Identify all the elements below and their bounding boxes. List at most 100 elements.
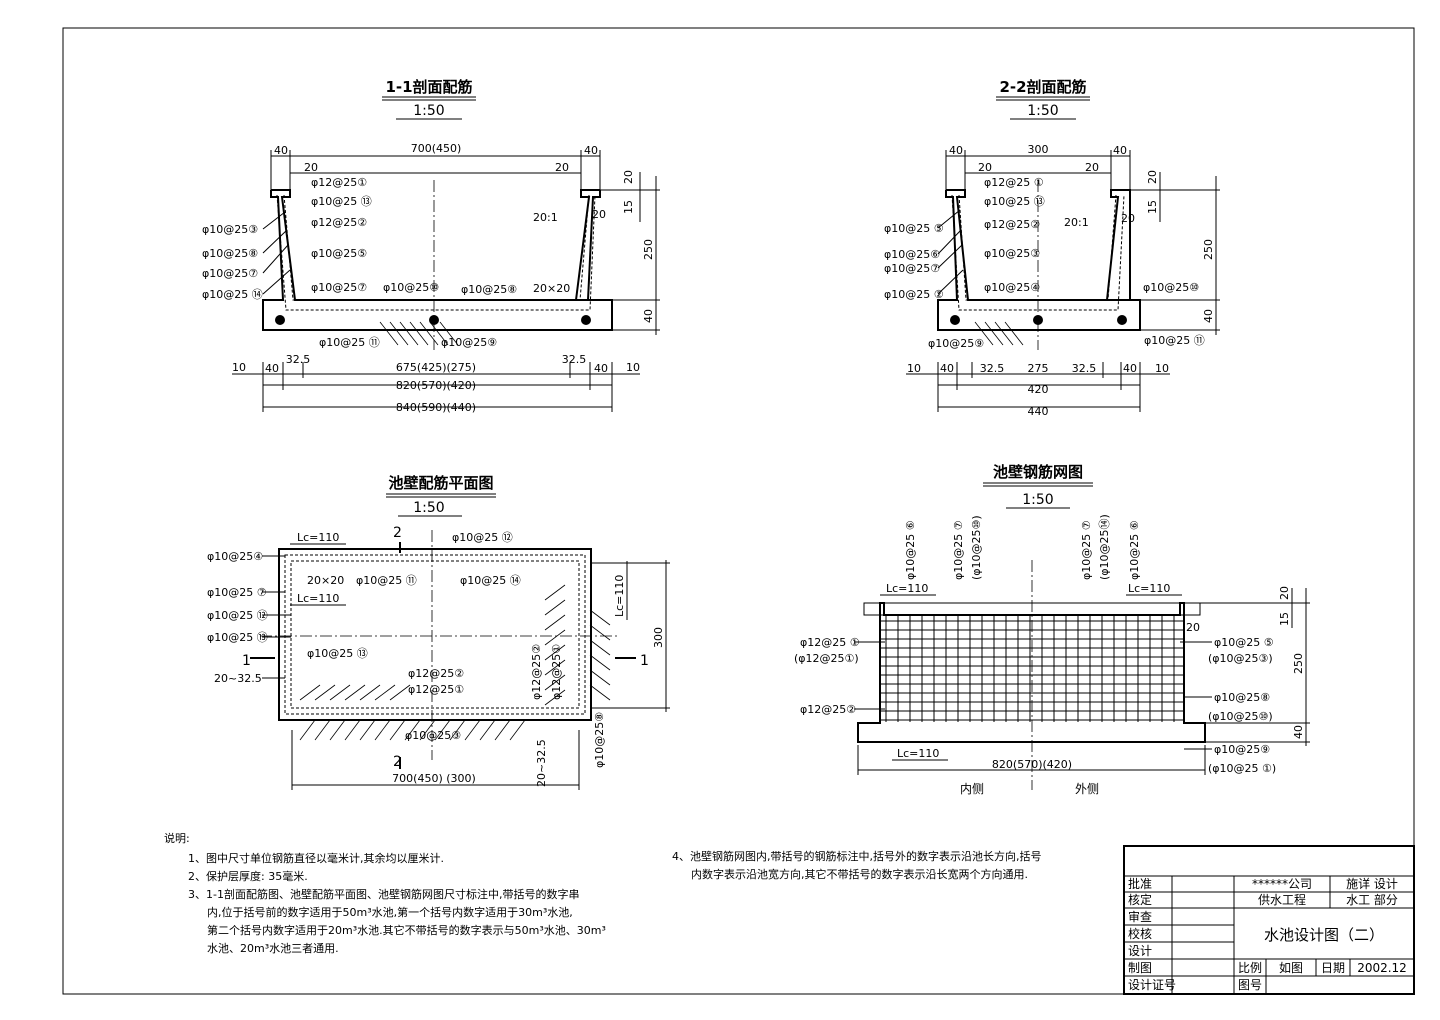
- slope-2-2: 20:1: [1064, 216, 1089, 229]
- label-2-2-m3: φ10@25③: [984, 247, 1040, 260]
- mesh-title: 池壁钢筋网图: [993, 463, 1083, 481]
- d15-2-2: 15: [1146, 200, 1159, 214]
- tb-drawing: 水池设计图（二）: [1264, 926, 1384, 944]
- label-1-1-l1: φ10@25⑧: [202, 247, 258, 260]
- section-2-2-scale: 1:50: [1027, 103, 1058, 119]
- plan-s2top: 2: [393, 525, 402, 541]
- plan-l2: φ10@25 ⑫: [207, 609, 268, 622]
- mesh-v5: φ10@25 ⑥: [1128, 520, 1141, 580]
- note-4b: 内数字表示沿池宽方向,其它不带括号的数字表示沿长宽两个方向通用.: [691, 867, 1028, 881]
- notes: 说明: 1、图中尺寸单位钢筋直径以毫米计,其余均以厘米计. 2、保护层厚度: 3…: [164, 831, 1042, 955]
- dim22-40-right: 40: [1113, 144, 1127, 157]
- note-2: 2、保护层厚度: 35毫米.: [188, 869, 308, 883]
- slope-1-1: 20:1: [533, 211, 558, 224]
- label-1-1-m2: φ12@25②: [311, 216, 367, 229]
- b22-tot1: 420: [1028, 383, 1049, 396]
- mesh-r2: φ10@25⑧: [1214, 691, 1270, 704]
- b-10-r: 10: [626, 361, 640, 374]
- tb-date-val: 2002.12: [1357, 961, 1407, 975]
- tb-part: 水工 部分: [1346, 892, 1398, 907]
- b22-40-r: 40: [1123, 362, 1137, 375]
- plan-v1: φ12@25①: [550, 644, 563, 700]
- dim-40-right: 40: [584, 144, 598, 157]
- tb-company: ******公司: [1252, 877, 1312, 891]
- dim22-20-right: 20: [1085, 161, 1099, 174]
- mesh-l1: (φ12@25①): [794, 652, 859, 665]
- rebar-dots-1-1: [275, 315, 591, 325]
- b-mid: 675(425)(275): [396, 361, 476, 374]
- mesh-l0: φ12@25 ①: [800, 636, 860, 649]
- label-2-2-m6: φ10@25⑨: [928, 337, 984, 350]
- tb-r4: 校核: [1128, 926, 1152, 941]
- b22-10-l: 10: [907, 362, 921, 375]
- plan-l3: φ10@25 ⑬: [207, 631, 268, 644]
- dim-20-right: 20: [555, 161, 569, 174]
- note-3d: 水池、20m³水池三者通用.: [207, 942, 339, 955]
- plan-i3: Lc=110: [297, 592, 339, 605]
- mesh-d20: 20: [1278, 586, 1291, 600]
- plan-s1l: 1: [242, 653, 251, 669]
- d40-1-1: 40: [642, 309, 655, 323]
- chamfer-1-1: 20×20: [533, 282, 570, 295]
- mesh-d40: 40: [1292, 725, 1305, 739]
- label-1-1-m0: φ12@25①: [311, 176, 367, 189]
- b-40-l: 40: [265, 362, 279, 375]
- label-1-1-m3: φ10@25⑤: [311, 247, 367, 260]
- plan-v0: φ12@25②: [530, 644, 543, 700]
- mesh-v0: φ10@25 ⑥: [904, 520, 917, 580]
- plan-i2: φ10@25 ⑪: [356, 574, 417, 587]
- plan-i5: φ10@25 ⑭: [460, 574, 521, 587]
- label-2-2-l3: φ10@25 ②: [884, 288, 944, 301]
- plan-i9: φ10@25③: [405, 729, 461, 742]
- section-2-2-title: 2-2剖面配筋: [999, 78, 1086, 96]
- plan-view: 池壁配筋平面图 1:50 φ10@25④ φ10@25 ⑦ φ10@25 ⑫ φ…: [207, 474, 670, 790]
- mesh-view: 池壁钢筋网图 1:50 φ10@25 ⑥ φ10@25 ⑦ (φ10@25⑩) …: [794, 463, 1310, 796]
- mesh-tot: 820(570)(420): [992, 758, 1072, 771]
- mesh-lc2: Lc=110: [1128, 582, 1170, 595]
- b22-10-r: 10: [1155, 362, 1169, 375]
- label-2-2-m2: φ12@25②: [984, 218, 1040, 231]
- label-1-1-m7: φ10@25 ⑪: [319, 336, 380, 349]
- d20b-1-1: 20: [592, 208, 606, 221]
- mesh-r4: φ10@25⑨: [1214, 743, 1270, 756]
- mesh-r3: (φ10@25⑩): [1208, 710, 1273, 723]
- mesh-lc1: Lc=110: [886, 582, 928, 595]
- plan-i1: 20×20: [307, 574, 344, 587]
- notes-heading: 说明:: [164, 831, 190, 845]
- plan-h300: 300: [652, 627, 665, 648]
- plan-title: 池壁配筋平面图: [388, 474, 493, 492]
- tb-r1: 批准: [1128, 876, 1152, 891]
- dim-40-left: 40: [274, 144, 288, 157]
- plan-bottom: 700(450) (300): [392, 772, 476, 785]
- outer-border: [62, 27, 1415, 995]
- b-325-r: 32.5: [562, 353, 587, 366]
- dim-700: 700(450): [411, 142, 462, 155]
- tb-scale-label: 比例: [1238, 961, 1262, 975]
- label-2-2-l2: φ10@25⑦: [884, 262, 940, 275]
- tb-stage: 施详 设计: [1346, 876, 1398, 891]
- d250-1-1: 250: [642, 239, 655, 260]
- mesh-v4: (φ10@25⑭): [1098, 514, 1111, 580]
- label-2-2-m1: φ10@25 ⑬: [984, 195, 1045, 208]
- tb-date-label: 日期: [1321, 961, 1345, 975]
- tb-no-label: 图号: [1238, 978, 1262, 992]
- mesh-v1: φ10@25 ⑦: [952, 520, 965, 580]
- label-2-2-m7: φ10@25 ⑪: [1144, 334, 1205, 347]
- label-2-2-l1: φ10@25⑥: [884, 248, 940, 261]
- tb-scale-val: 如图: [1279, 960, 1303, 975]
- label-2-2-m4: φ10@25④: [984, 281, 1040, 294]
- mesh-v3: φ10@25 ⑦: [1080, 520, 1093, 580]
- section-2-2: 2-2剖面配筋 1:50 40 300 40 20 20 φ10@25 ⑤ φ1…: [884, 78, 1220, 418]
- dim-20-left: 20: [304, 161, 318, 174]
- plan-scale: 1:50: [413, 500, 444, 516]
- mesh-d20b: 20: [1186, 621, 1200, 634]
- plan-cover: 20~32.5: [214, 672, 262, 685]
- tb-r5: 设计: [1128, 944, 1152, 958]
- section-1-1: 1-1剖面配筋 1:50 40 700(450) 40 20 20: [202, 78, 660, 414]
- d20-2-2: 20: [1146, 170, 1159, 184]
- tb-r6: 制图: [1128, 961, 1152, 975]
- b22-40-l: 40: [940, 362, 954, 375]
- mesh-scale: 1:50: [1022, 492, 1053, 508]
- note-3a: 3、1-1剖面配筋图、池壁配筋平面图、池壁钢筋网图尺寸标注中,带括号的数字串: [188, 887, 579, 901]
- b22-325-l: 32.5: [980, 362, 1005, 375]
